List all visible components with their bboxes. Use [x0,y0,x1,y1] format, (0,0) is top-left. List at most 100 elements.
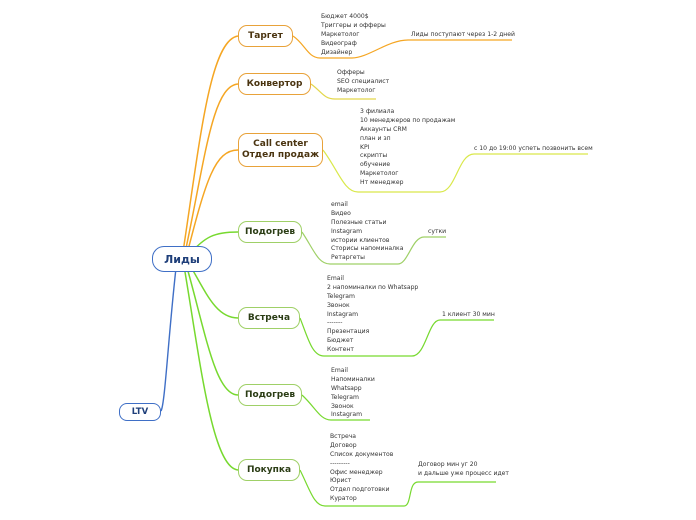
connector-callcenter-note [439,153,588,193]
connector-pokupka-note [403,481,496,507]
note-pokupka-line1: Договор мин уг 20 [418,461,478,468]
branch-callcenter[interactable]: Call center Отдел продаж [238,133,323,167]
leaf-item: Бюджет [327,337,354,345]
connector-podogrev1-leaves [301,231,398,265]
branch-convertor[interactable]: Конвертор [238,73,311,95]
connector-root-convertor [184,83,239,254]
connector-root-callcenter [186,149,239,255]
leaf-item: Instagram [331,411,363,419]
note-pokupka: Договор мин уг 20 и дальше уже процесс и… [418,461,509,478]
leaf-list-podogrev-1: email Видео Полезные статьи Instagram ис… [331,201,403,263]
branch-vstrecha[interactable]: Встреча [238,307,300,329]
leaf-item: Видео [331,209,351,217]
connector-callcenter-leaves [322,149,440,193]
leaf-item: Instagram [331,227,363,235]
leaf-item: 2 напоминалки по Whatsapp [327,283,419,291]
leaf-item: Офис менеджер [330,468,383,476]
leaf-item: 10 менеджеров по продажам [360,116,456,124]
ltv-label: LTV [131,406,149,417]
connector-root-target [182,35,239,253]
leaf-item: Офферы [337,69,365,76]
leaf-item: Триггеры и офферы [321,21,386,29]
leaf-item: Instagram [327,310,359,318]
leaf-item: Видеограф [321,39,357,47]
note-callcenter: с 10 до 19:00 успеть позвонить всем [474,145,593,152]
leaf-item: Email [331,367,348,374]
ltv-node[interactable]: LTV [119,403,161,421]
connector-convertor-leaves [310,83,376,100]
leaf-item: Полезные статьи [331,218,387,226]
branch-target-label: Таргет [248,30,283,41]
leaf-item: Telegram [331,393,359,401]
root-node[interactable]: Лиды [152,246,212,272]
leaf-item: Договор [330,441,357,449]
leaf-item: Маркетолог [337,86,376,94]
leaf-item: Контент [327,346,354,354]
leaf-item: Маркетолог [321,30,360,38]
connector-podogrev2-leaves [301,394,370,421]
branch-podogrev-1[interactable]: Подогрев [238,221,302,243]
leaf-item: --------- [330,459,350,467]
leaf-item: Аккаунты CRM [360,125,407,133]
branch-pokupka[interactable]: Покупка [238,459,300,481]
leaf-item: Нт менеджер [360,179,404,187]
connector-target-leaves [292,35,352,59]
connector-podogrev1-note [397,236,446,265]
note-podogrev-1: сутки [428,228,447,235]
root-label: Лиды [164,252,200,266]
leaf-item: 3 филиала [360,108,395,115]
branch-podogrev-2[interactable]: Подогрев [238,384,302,406]
branch-vstrecha-label: Встреча [247,312,291,323]
leaf-list-pokupka: Встреча Договор Список документов ------… [330,433,393,504]
note-vstrecha: 1 клиент 30 мин [442,311,495,318]
leaf-item: Telegram [327,292,355,300]
branch-convertor-label: Конвертор [246,78,303,89]
leaf-item: скрипты [360,152,388,160]
leaf-item: Маркетолог [360,170,399,178]
connector-pokupka-leaves [299,469,404,507]
leaf-item: Отдел подготовки [330,486,390,494]
leaf-item: SEO специалист [337,77,390,85]
leaf-item: Email [327,275,344,282]
connector-target-note [351,39,512,59]
leaf-item: Ретаргеты [331,254,365,262]
leaf-item: Презентация [327,328,370,336]
leaf-item: Юрист [330,477,352,485]
leaf-item: истории клиентов [331,236,390,244]
connector-root-ltv [160,267,177,412]
leaf-item: Звонок [327,301,350,309]
branch-target[interactable]: Таргет [238,25,293,47]
leaf-item: Бюджет 4000$ [321,13,369,20]
branch-podogrev-2-label: Подогрев [244,389,296,400]
connector-root-podogrev2 [185,263,239,396]
leaf-list-convertor: Офферы SEO специалист Маркетолог [337,69,389,96]
leaf-item: email [331,201,348,208]
branch-callcenter-label-line2: Отдел продаж [241,150,320,160]
leaf-item: Список документов [330,450,394,458]
leaf-item: план и зп [360,134,391,142]
leaf-list-podogrev-2: Email Напоминалки Whatsapp Telegram Звон… [331,367,375,420]
leaf-list-callcenter: 3 филиала 10 менеджеров по продажам Акка… [360,108,455,188]
leaf-item: KPI [360,143,370,151]
leaf-list-vstrecha: Email 2 напоминалки по Whatsapp Telegram… [327,275,418,355]
note-target: Лиды поступают через 1-2 дней [411,31,515,38]
leaf-item: Дизайнер [321,48,353,56]
leaf-item: Куратор [330,495,357,503]
branch-pokupka-label: Покупка [246,464,292,475]
leaf-item: обучение [360,161,391,169]
leaf-item: Whatsapp [331,384,362,392]
connector-vstrecha-leaves [299,317,412,357]
branch-callcenter-label-line1: Call center [253,139,308,149]
leaf-item: Встреча [330,433,357,440]
leaf-item: Звонок [331,402,354,410]
note-pokupka-line2: и дальше уже процесс идет [418,469,509,477]
leaf-item: ------- [327,319,343,327]
leaf-list-target: Бюджет 4000$ Триггеры и офферы Маркетоло… [321,13,386,57]
branch-podogrev-1-label: Подогрев [244,226,296,237]
leaf-item: Напоминалки [331,375,375,383]
connector-root-pokupka [183,265,239,471]
leaf-item: Сторисы напоминалка [331,245,404,253]
connector-vstrecha-note [411,319,494,357]
